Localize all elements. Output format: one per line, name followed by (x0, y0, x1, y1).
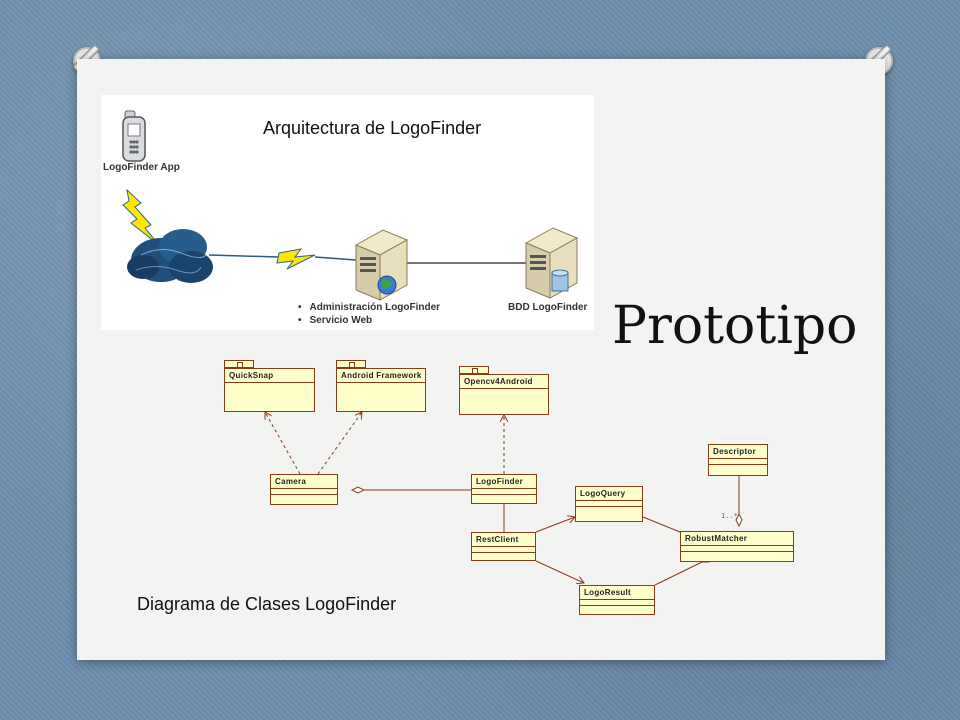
assoc-restclient-logoresult (535, 560, 584, 583)
class-descriptor: Descriptor (708, 444, 768, 476)
class-diagram-caption: Diagrama de Clases LogoFinder (137, 594, 397, 614)
cloud-internet-icon (127, 229, 213, 283)
package-tab (459, 366, 489, 374)
database-server-icon (524, 227, 579, 299)
class-logofinder: LogoFinder (471, 474, 537, 504)
class-camera: Camera (270, 474, 338, 505)
package-quicksnap: QuickSnap (224, 368, 315, 412)
package-opencv4android: Opencv4Android (459, 374, 549, 415)
package-tab (224, 360, 254, 368)
architecture-title: Arquitectura de LogoFinder (263, 118, 482, 138)
package-tab (336, 360, 366, 368)
class-logoquery: LogoQuery (575, 486, 643, 522)
bdd-label: BDD LogoFinder (508, 302, 588, 313)
class-logoresult: LogoResult (579, 585, 655, 615)
class-restclient: RestClient (471, 532, 536, 561)
bullet-administracion: Administración LogoFinder (298, 301, 441, 314)
slide-title: Prototipo (612, 296, 858, 356)
multiplicity-label: 1..* (721, 512, 738, 520)
wireless-bolt-icon-2 (276, 248, 316, 270)
app-label: LogoFinder App (103, 162, 180, 173)
assoc-logoquery-matcher (642, 516, 680, 532)
server-bullet-list: Administración LogoFinder Servicio Web (298, 301, 441, 327)
architecture-diagram: LogoFinder App BDD LogoFinder (101, 95, 594, 330)
mobile-phone-icon (122, 110, 146, 162)
bullet-servicio-web: Servicio Web (298, 314, 440, 327)
package-android-framework: Android Framework (336, 368, 426, 412)
class-robustmatcher: RobustMatcher (680, 531, 794, 562)
assoc-logoresult-matcher (654, 562, 702, 586)
web-server-icon (354, 229, 409, 301)
dep-camera-android (317, 412, 362, 475)
dep-camera-quicksnap (265, 412, 301, 475)
assoc-restclient-logoquery (535, 517, 575, 533)
